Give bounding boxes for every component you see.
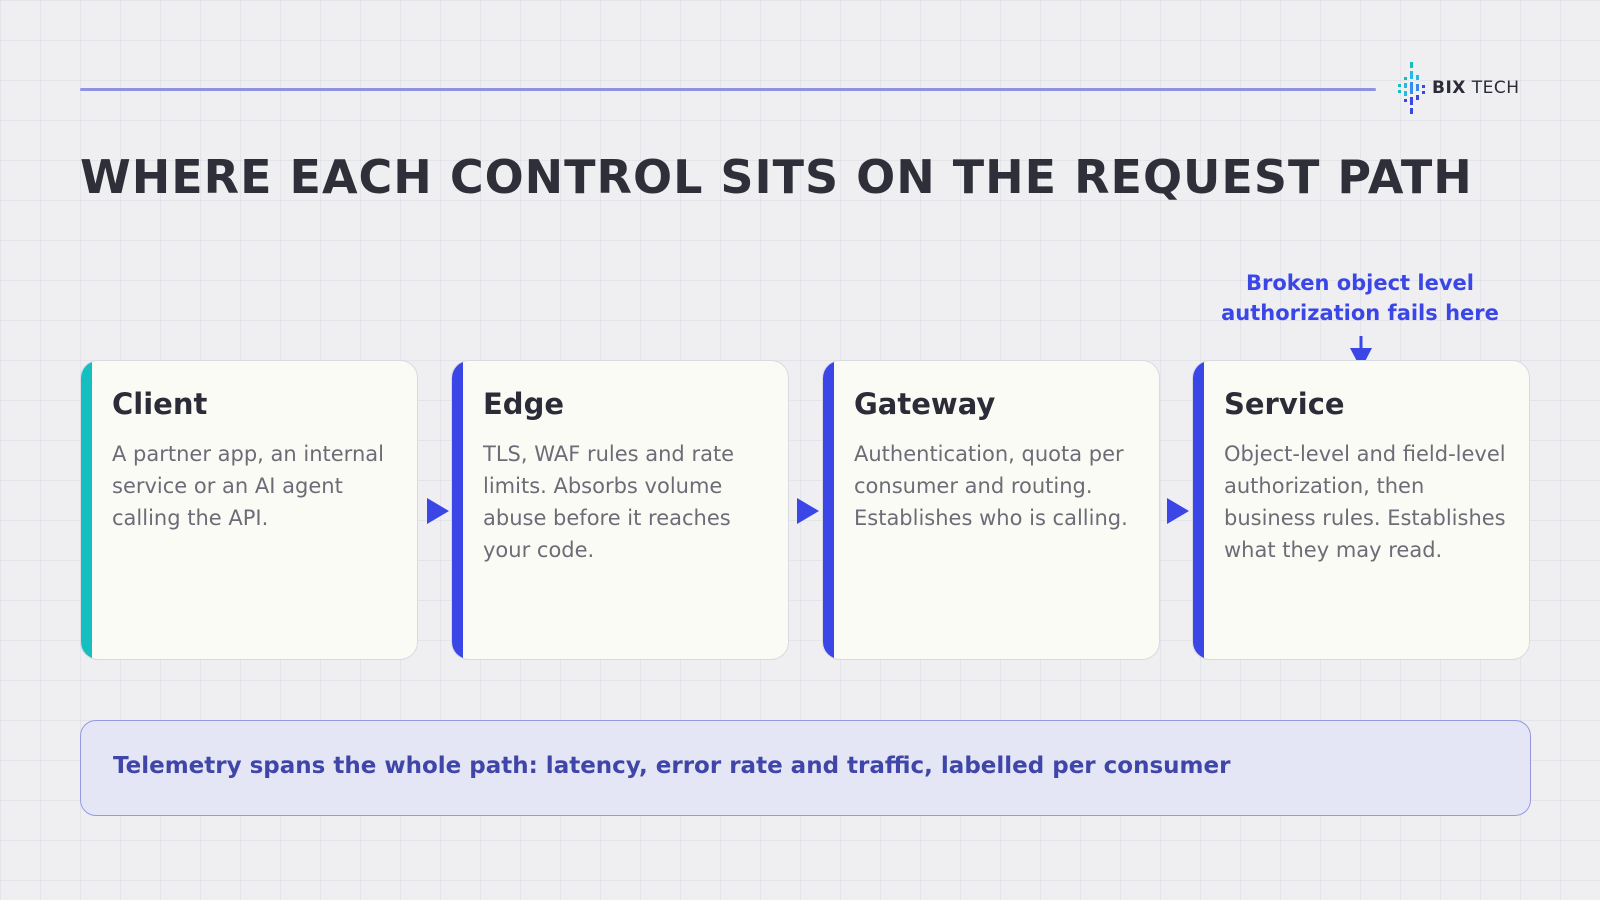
stage-card-gateway: Gateway Authentication, quota per consum… — [822, 360, 1160, 660]
logo-mark-icon — [1398, 62, 1425, 114]
stage-accent-bar — [1193, 361, 1204, 659]
stage-title: Service — [1224, 387, 1345, 421]
stage-title: Edge — [483, 387, 564, 421]
stage-accent-bar — [823, 361, 834, 659]
page-title: WHERE EACH CONTROL SITS ON THE REQUEST P… — [80, 150, 1473, 204]
stage-accent-bar — [452, 361, 463, 659]
stage-description: TLS, WAF rules and rate limits. Absorbs … — [483, 442, 735, 562]
callout-line-1: Broken object level — [1246, 271, 1474, 295]
header-rule — [80, 88, 1376, 91]
stage-title: Gateway — [854, 387, 996, 421]
stage-card-client: Client A partner app, an internal servic… — [80, 360, 418, 660]
stage-card-edge: Edge TLS, WAF rules and rate limits. Abs… — [451, 360, 789, 660]
logo-text: BIX TECH — [1432, 78, 1520, 98]
stage-description: A partner app, an internal service or an… — [112, 442, 384, 530]
stage-accent-bar — [81, 361, 92, 659]
callout-arrow-icon — [1350, 336, 1372, 369]
stage-card-service: Service Object-level and field-level aut… — [1192, 360, 1530, 660]
bola-callout: Broken object level authorization fails … — [1192, 268, 1528, 328]
stage-description: Authentication, quota per consumer and r… — [854, 442, 1128, 530]
flow-arrow-icon — [427, 498, 449, 524]
callout-line-2: authorization fails here — [1221, 301, 1499, 325]
stage-description: Object-level and field-level authorizati… — [1224, 442, 1506, 562]
telemetry-text: Telemetry spans the whole path: latency,… — [113, 753, 1231, 779]
flow-arrow-icon — [797, 498, 819, 524]
flow-arrow-icon — [1167, 498, 1189, 524]
stage-title: Client — [112, 387, 208, 421]
telemetry-banner: Telemetry spans the whole path: latency,… — [80, 720, 1531, 816]
bix-tech-logo: BIX TECH — [1394, 60, 1520, 116]
